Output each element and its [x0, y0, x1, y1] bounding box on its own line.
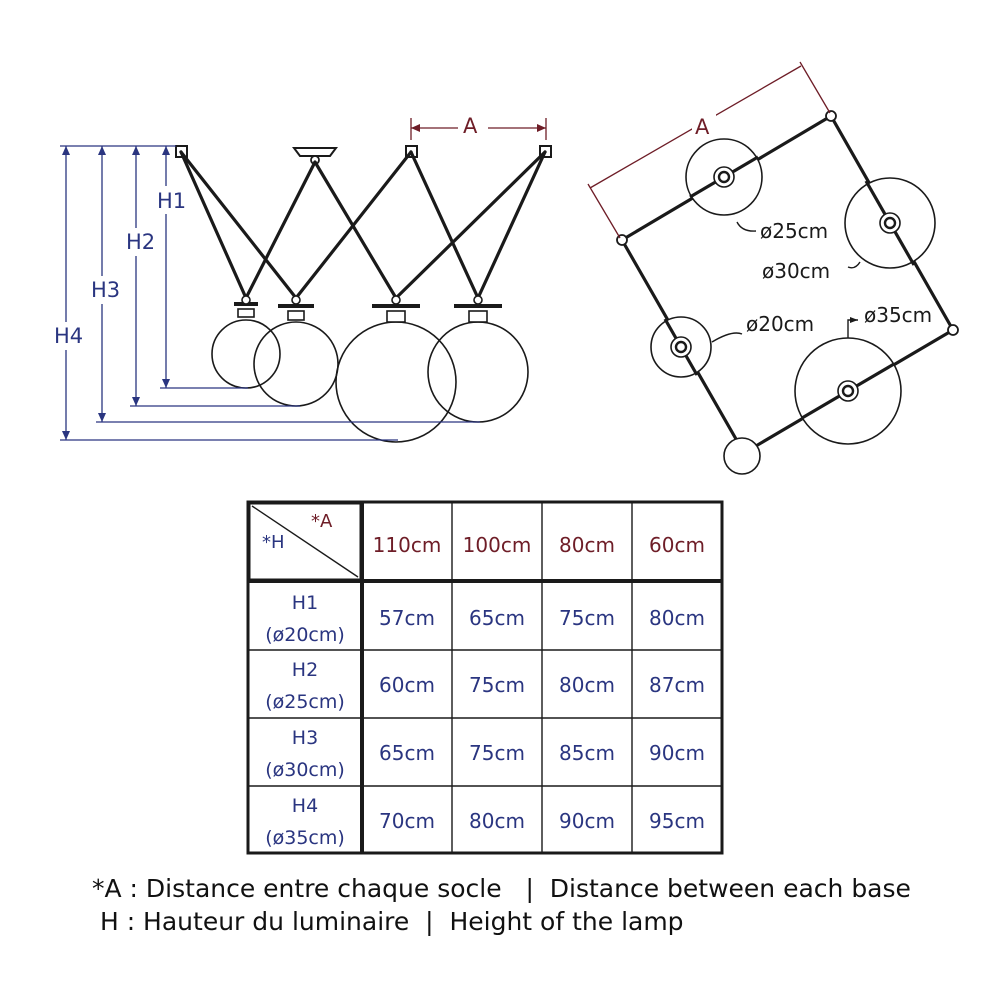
- cell-h4-3: 90cm: [559, 809, 615, 833]
- cell-h4-4: 95cm: [649, 809, 705, 833]
- cell-h4-1: 70cm: [379, 809, 435, 833]
- label-d20: ø20cm: [746, 312, 814, 336]
- ceiling-canopy: [292, 147, 338, 157]
- top-view: A ø25cm ø30cm ø20cm ø35cm: [587, 61, 959, 475]
- height-arrowheads: [62, 146, 170, 440]
- cell-h3-2: 75cm: [469, 741, 525, 765]
- header-distance-4: 60cm: [649, 533, 705, 557]
- suspension-rods: [179, 150, 547, 300]
- label-a-side: A: [463, 114, 478, 138]
- globe-4: [427, 295, 529, 423]
- cell-h3-1: 65cm: [379, 741, 435, 765]
- row-h2-name: H2: [292, 659, 318, 681]
- dimensions-table: *A *H 110cm 100cm 80cm 60cm H1 (ø20cm) 5…: [246, 500, 724, 855]
- legend-line-h: H : Hauteur du luminaire | Height of the…: [92, 907, 684, 936]
- globe-2: [253, 295, 339, 407]
- label-h1: H1: [157, 189, 186, 213]
- side-view: H1 H2 H3 H4 A: [50, 114, 552, 443]
- label-d25: ø25cm: [760, 219, 828, 243]
- cell-h3-4: 90cm: [649, 741, 705, 765]
- header-distance-1: 110cm: [373, 533, 442, 557]
- row-h4-name: H4: [292, 795, 318, 817]
- row-h1-name: H1: [292, 592, 318, 614]
- top-globe-35: [794, 337, 902, 445]
- label-a-top: A: [695, 115, 710, 139]
- label-d35: ø35cm: [864, 303, 932, 327]
- cell-h4-2: 80cm: [469, 809, 525, 833]
- row-h1-diameter: (ø20cm): [265, 624, 345, 646]
- label-d30: ø30cm: [762, 259, 830, 283]
- cell-h1-1: 57cm: [379, 606, 435, 630]
- dimension-a-side: [410, 118, 547, 140]
- row-h3-diameter: (ø30cm): [265, 759, 345, 781]
- legend-line-a: *A : Distance entre chaque socle | Dista…: [92, 874, 911, 903]
- cell-h2-3: 80cm: [559, 673, 615, 697]
- label-h2: H2: [126, 230, 155, 254]
- header-distance-2: 100cm: [463, 533, 532, 557]
- globe-1: [211, 295, 281, 389]
- cell-h1-2: 65cm: [469, 606, 525, 630]
- row-h3-name: H3: [292, 727, 318, 749]
- globe-3: [335, 295, 457, 443]
- top-globe-30: [844, 177, 936, 269]
- label-h4: H4: [54, 324, 83, 348]
- table-corner-a: *A: [311, 511, 333, 532]
- header-distance-3: 80cm: [559, 533, 615, 557]
- top-globe-20: [650, 316, 712, 378]
- height-dimension-lines: [60, 145, 480, 441]
- cell-h1-4: 80cm: [649, 606, 705, 630]
- cell-h2-1: 60cm: [379, 673, 435, 697]
- row-h2-diameter: (ø25cm): [265, 691, 345, 713]
- cell-h2-2: 75cm: [469, 673, 525, 697]
- table-corner-h: *H: [262, 532, 285, 553]
- cell-h2-4: 87cm: [649, 673, 705, 697]
- cell-h1-3: 75cm: [559, 606, 615, 630]
- label-h3: H3: [91, 278, 120, 302]
- cell-h3-3: 85cm: [559, 741, 615, 765]
- row-h4-diameter: (ø35cm): [265, 827, 345, 849]
- top-frame: [620, 114, 955, 455]
- top-globe-25: [685, 138, 763, 216]
